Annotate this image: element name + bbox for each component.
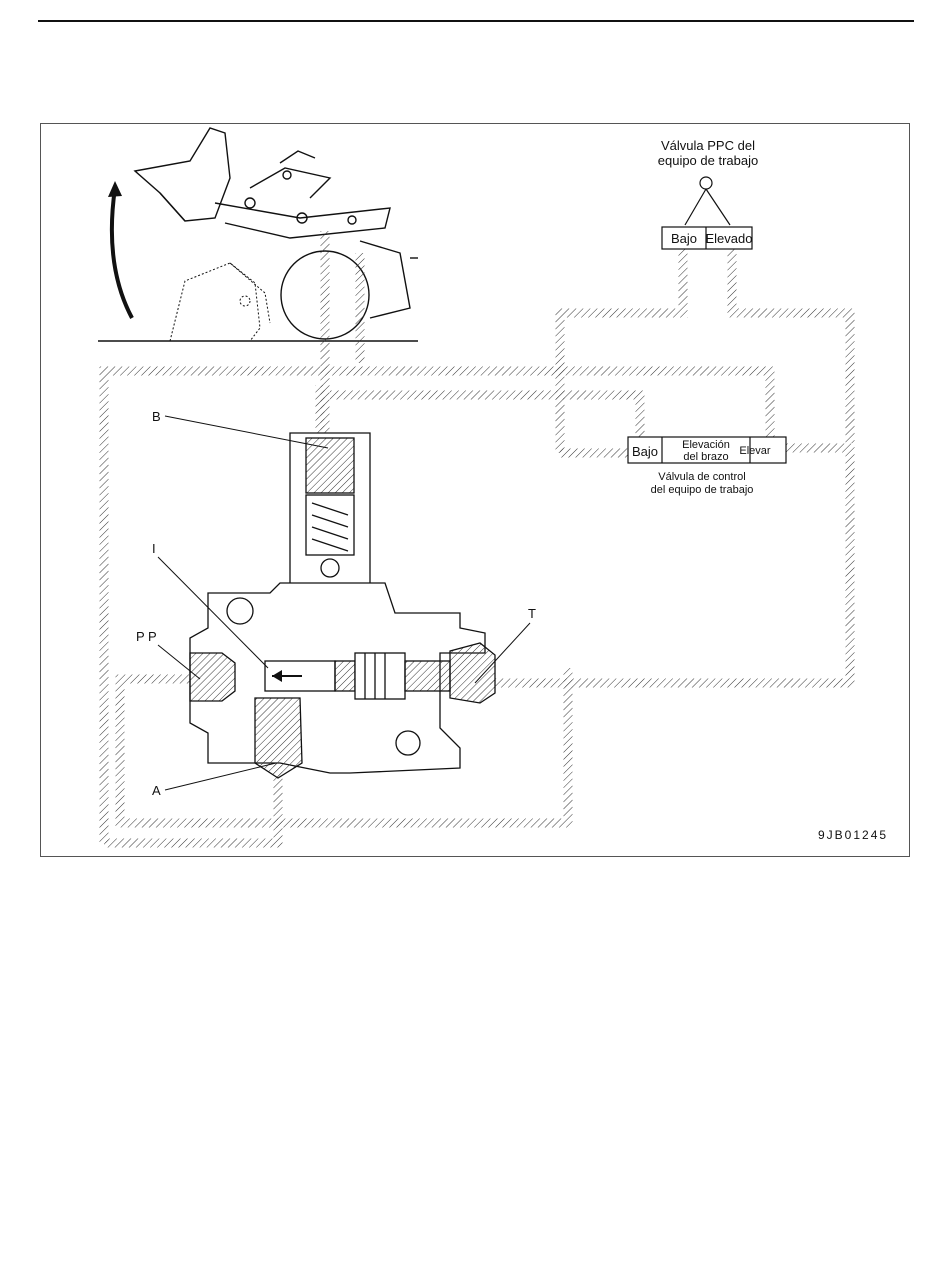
part-label-pp: P P: [136, 629, 157, 644]
ppc-valve: Válvula PPC del equipo de trabajo Bajo E…: [658, 138, 758, 249]
control-valve-arm-label-1: Elevación: [682, 439, 730, 451]
control-valve-lower-label: Bajo: [632, 444, 658, 459]
control-valve-caption-1: Válvula de control: [658, 471, 745, 483]
valve-body: [190, 433, 495, 778]
control-valve-arm-label-2: del brazo: [683, 451, 728, 463]
loader-arm-illustration: [98, 128, 418, 341]
ppc-valve-raise-label: Elevado: [706, 231, 753, 246]
control-valve-caption-2: del equipo de trabajo: [651, 484, 754, 496]
diagram-border: [41, 124, 910, 857]
lift-arrow-icon: [108, 181, 122, 197]
part-label-i: I: [152, 541, 156, 556]
hydraulic-diagram: Válvula PPC del equipo de trabajo Bajo E…: [40, 123, 910, 857]
control-valve: Bajo Elevación del brazo Elevar Válvula …: [628, 437, 786, 496]
page-top-rule: [38, 20, 914, 22]
ppc-valve-label-1: Válvula PPC del: [661, 138, 755, 153]
part-label-a: A: [152, 783, 161, 798]
part-label-t: T: [528, 606, 536, 621]
ppc-lever-knob-icon: [700, 177, 712, 189]
part-label-b: B: [152, 409, 161, 424]
ppc-valve-lower-label: Bajo: [671, 231, 697, 246]
control-valve-raise-label: Elevar: [739, 445, 771, 457]
figure-code: 9JB01245: [818, 828, 888, 842]
ppc-valve-label-2: equipo de trabajo: [658, 153, 758, 168]
